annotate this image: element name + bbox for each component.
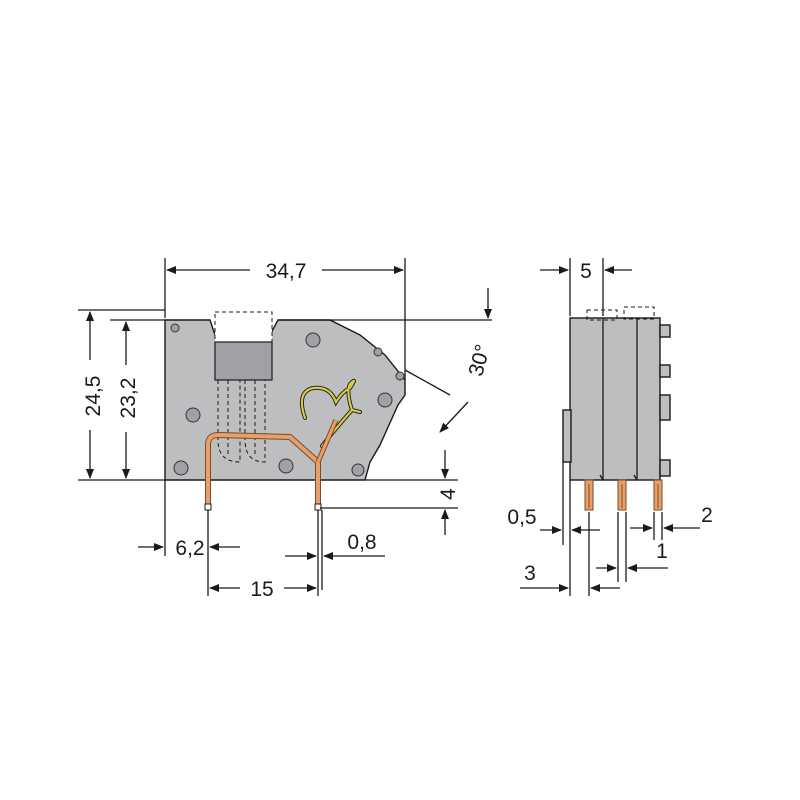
hole-9: [351, 463, 365, 477]
hole-1: [170, 323, 180, 333]
hole-8: [278, 458, 294, 474]
side-bump-4: [659, 459, 671, 477]
side-housing: [569, 317, 661, 481]
dim-width-front: 34,7: [266, 260, 307, 283]
hole-2: [305, 332, 321, 348]
front-view: [164, 311, 406, 511]
hole-7: [173, 460, 189, 476]
front-housing: [164, 319, 406, 481]
dim-pin-length: 4: [437, 488, 460, 500]
dim-side-pin-pitch: 1: [656, 540, 668, 563]
actuation-slot: [214, 311, 273, 343]
dim-pin-spacing: 15: [250, 578, 273, 601]
dim-side-offset: 3: [524, 562, 536, 585]
side-flange: [562, 409, 572, 463]
dim-side-gap: 0,5: [507, 506, 536, 529]
dim-width-side: 5: [580, 260, 592, 283]
dim-pin-offset-left: 6,2: [175, 537, 204, 560]
hole-6: [377, 392, 393, 408]
dim-height-total: 24,5: [82, 376, 105, 417]
side-bump-2: [659, 364, 671, 378]
dim-angle: 30°: [465, 342, 495, 379]
side-view: [562, 306, 671, 511]
front-dimensions: 34,7 24,5 23,2 30° 4 6,2 15: [78, 258, 495, 601]
pin-right-end: [314, 503, 322, 511]
hole-4: [395, 371, 405, 381]
dim-side-pin-right: 2: [701, 504, 713, 527]
hole-3: [373, 347, 383, 357]
dim-pin-thickness: 0,8: [347, 531, 376, 554]
pin-left-end: [204, 503, 212, 511]
dim-height-body: 23,2: [117, 378, 140, 419]
side-dimensions: 5 0,5 3 1 2: [507, 258, 713, 596]
side-bump-1: [659, 324, 671, 338]
busbar-color: [206, 433, 320, 508]
side-bump-3: [659, 394, 671, 421]
slot-inner: [214, 341, 273, 381]
hole-5: [185, 407, 201, 423]
